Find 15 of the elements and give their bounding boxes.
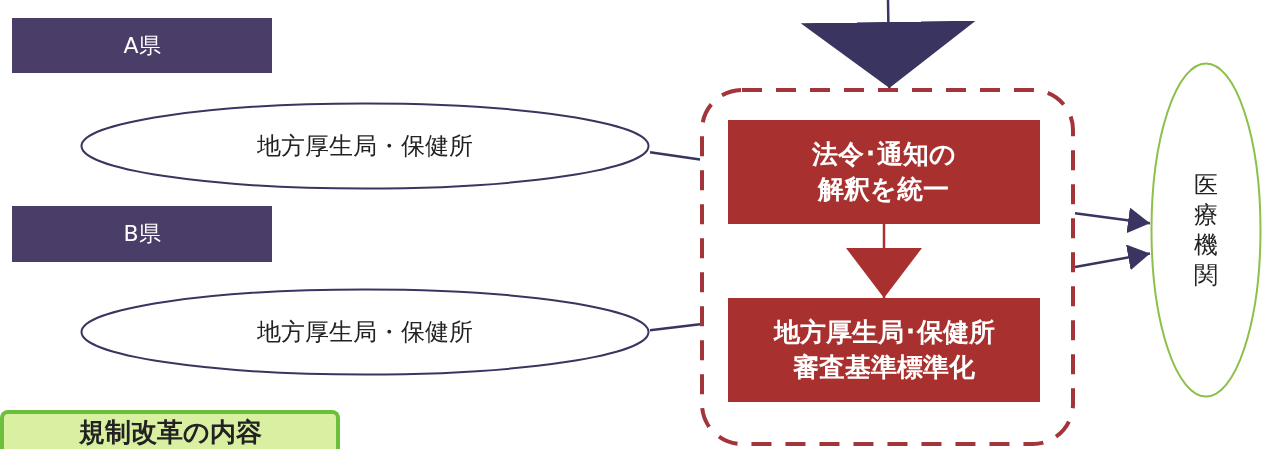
office-ellipse: 地方厚生局・保健所 — [80, 288, 650, 376]
process-box: 地方厚生局･保健所審査基準標準化 — [728, 298, 1040, 402]
heading-box: 規制改革の内容 — [0, 410, 340, 449]
connector-line — [649, 323, 701, 332]
title-band: A県 — [12, 18, 272, 73]
office-ellipse: 地方厚生局・保健所 — [80, 102, 650, 190]
arrow — [1074, 244, 1151, 271]
process-box: 法令･通知の解釈を統一 — [728, 120, 1040, 224]
target-ellipse: 医療機関 — [1150, 62, 1262, 398]
connector-line — [649, 150, 701, 161]
arrow — [846, 224, 922, 298]
arrow — [800, 0, 976, 89]
title-band: B県 — [12, 206, 272, 262]
arrow — [1074, 207, 1151, 234]
dashed-group-frame — [700, 88, 1075, 446]
